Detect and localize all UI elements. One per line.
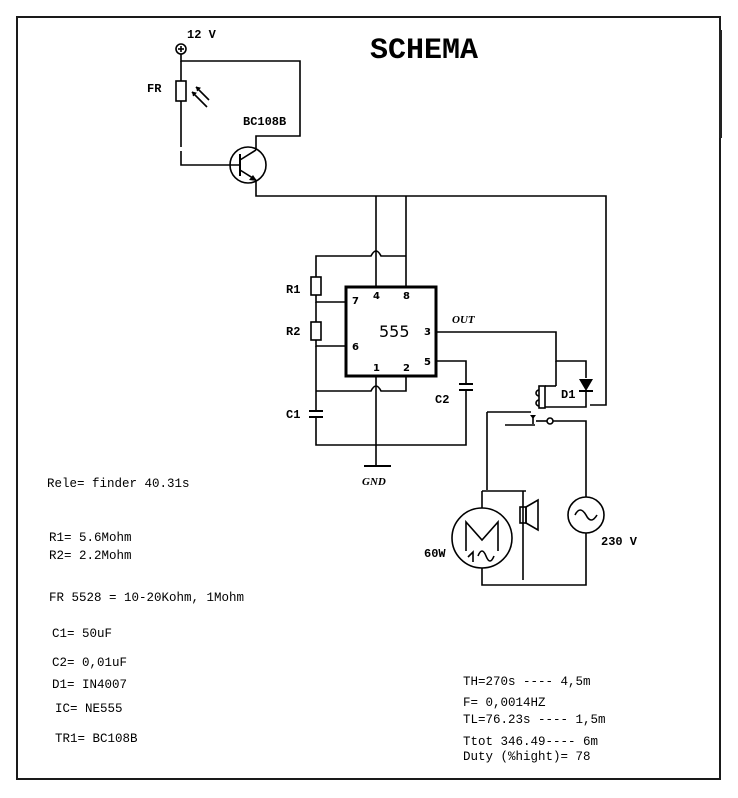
motor-icon [451,507,513,569]
wire-r1-top [315,250,406,277]
wire-return [481,533,587,586]
note-ttot: Ttot 346.49---- 6m [463,735,599,749]
wire-emitter-bus [255,180,607,406]
note-freq: F= 0,0014HZ [463,696,546,710]
mains-label: 230 V [601,535,638,549]
resistor-r2-icon [310,321,322,341]
diode-d1-icon [579,379,593,392]
note-c2: C2= 0,01uF [52,656,128,670]
ic-label: 555 [379,322,410,341]
gnd-label: GND [362,476,386,488]
wire-pin5-c2 [436,360,467,384]
wire-pin2 [316,376,407,392]
light-arrows-icon [191,86,210,108]
pin1-label: 1 [373,363,380,374]
wire-bottom-ground-rail [315,390,467,446]
c1-label: C1 [286,408,300,422]
speaker-icon [519,498,539,532]
capacitor-c1-icon [309,410,323,418]
supply-label: 12 V [187,28,217,42]
right-edge-mark [719,30,722,138]
supply-terminal-icon [175,43,187,55]
note-relay: Rele= finder 40.31s [47,477,190,491]
wire-base [180,151,240,166]
relay-coil-icon [535,385,546,409]
photoresistor-icon [175,80,187,102]
pin7-label: 7 [352,296,359,307]
resistor-r1-icon [310,276,322,296]
note-r2: R2= 2.2Mohm [49,549,132,563]
note-tr1: TR1= BC108B [55,732,138,746]
ac-source-icon [567,496,605,534]
relay-contact-icon [487,411,554,426]
r2-label: R2 [286,325,300,339]
photoresistor-label: FR [147,82,162,96]
out-label: OUT [452,314,476,326]
pin4-label: 4 [373,291,380,302]
pin8-label: 8 [403,291,410,302]
transistor-label: BC108B [243,115,286,129]
wire-contact-mains [553,420,587,497]
pin6-label: 6 [352,342,359,353]
title: SCHEMA [370,34,478,68]
note-tl: TL=76.23s ---- 1,5m [463,713,606,727]
pin2-label: 2 [403,363,410,374]
wire-coil-b [545,392,587,408]
wire-pin6 [315,340,346,347]
wire-pin7 [315,295,346,303]
drawing-frame [16,16,721,780]
note-r1: R1= 5.6Mohm [49,531,132,545]
npn-transistor-icon [229,146,267,184]
note-ic: IC= NE555 [55,702,123,716]
wire-supply-collector [180,54,301,150]
c2-label: C2 [435,393,449,407]
note-d1: D1= IN4007 [52,678,128,692]
r1-label: R1 [286,283,300,297]
note-fr: FR 5528 = 10-20Kohm, 1Mohm [49,591,245,605]
d1-label: D1 [561,388,575,402]
wire-out [436,331,587,378]
note-c1: C1= 50uF [52,627,113,641]
note-duty: Duty (%hight)= 78 [463,750,591,764]
lamp-label: 60W [424,547,446,561]
capacitor-c2-icon [459,383,473,391]
pin5-label: 5 [424,357,431,368]
note-th: TH=270s ---- 4,5m [463,675,591,689]
pin3-label: 3 [424,327,431,338]
